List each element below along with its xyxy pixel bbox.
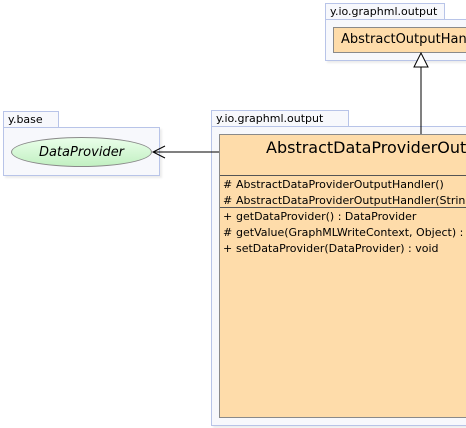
association-arrowhead xyxy=(151,145,166,159)
interface-data-provider[interactable]: DataProvider xyxy=(11,137,152,167)
package-tab-output-main: y.io.graphml.output xyxy=(211,110,349,127)
visibility-marker: + xyxy=(223,242,233,255)
visibility-marker: # xyxy=(223,178,233,191)
member-text: getDataProvider() : DataProvider xyxy=(236,210,417,223)
class-name: AbstractOutputHandler xyxy=(341,32,466,47)
package-label: y.io.graphml.output xyxy=(216,112,324,125)
member-text: setDataProvider(DataProvider) : void xyxy=(236,242,439,255)
package-label: y.base xyxy=(8,113,43,126)
constructor-item: #AbstractDataProviderOutputHandler(Strin… xyxy=(223,195,466,207)
method-item: #getValue(GraphMLWriteContext, Object) :… xyxy=(223,227,466,239)
title-separator xyxy=(220,175,466,176)
package-tab-output-top: y.io.graphml.output xyxy=(325,3,445,20)
package-label: y.io.graphml.output xyxy=(330,5,438,18)
member-text: AbstractDataProviderOutputHandler(String… xyxy=(236,194,466,207)
member-text: AbstractDataProviderOutputHandler() xyxy=(236,178,444,191)
generalization-arrowhead xyxy=(413,51,429,68)
constructor-item: #AbstractDataProviderOutputHandler() xyxy=(223,179,444,191)
method-item: +setDataProvider(DataProvider) : void xyxy=(223,243,438,255)
method-item: +getDataProvider() : DataProvider xyxy=(223,211,416,223)
visibility-marker: + xyxy=(223,210,233,223)
interface-name: DataProvider xyxy=(38,144,125,160)
members-separator xyxy=(220,207,466,208)
class-abstract-data-provider-output-handler[interactable]: AbstractDataProviderOutputHandler #Abstr… xyxy=(219,134,466,418)
class-abstract-output-handler[interactable]: AbstractOutputHandler xyxy=(333,27,466,53)
visibility-marker: # xyxy=(223,226,233,239)
visibility-marker: # xyxy=(223,194,233,207)
member-text: getValue(GraphMLWriteContext, Object) : … xyxy=(236,226,466,239)
package-tab-base: y.base xyxy=(3,111,59,128)
class-name: AbstractDataProviderOutputHandler xyxy=(266,138,466,157)
